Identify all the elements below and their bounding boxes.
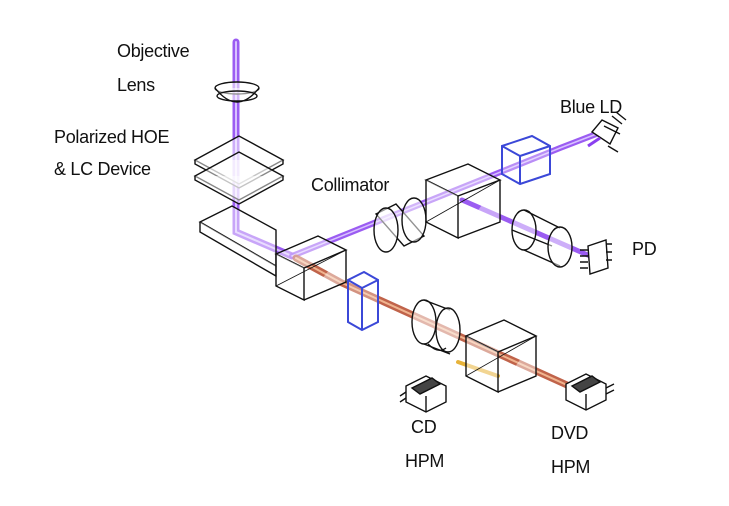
blue-waveplate-lower [347,270,379,332]
objective-lens-label-line1: Objective [117,41,190,61]
hoe-label-line1: Polarized HOE [54,127,170,147]
beam-splitter-cube-upper [424,163,502,240]
hoe-lc-device [193,135,285,205]
dvd-hpm-label-line2: HPM [551,457,591,477]
lower-lens [411,299,461,355]
cd-hpm-module [399,375,447,413]
dvd-hpm-module [565,373,615,411]
collimator-label: Collimator [311,175,390,195]
blue-ld-label: Blue LD [560,97,622,117]
cd-hpm-label-line1: CD [411,417,437,437]
beam-splitter-cube-main [274,235,348,302]
beam-splitter-cube-lower [464,319,538,394]
pd-photodetector [580,239,612,275]
pd-lens [511,209,573,268]
pd-label: PD [632,239,657,259]
cd-hpm-label-line2: HPM [405,451,445,471]
objective-lens [214,81,260,103]
objective-lens-label-line2: Lens [117,75,155,95]
blue-waveplate-upper [501,134,551,186]
collimator-lens [373,197,427,253]
folding-prism [198,205,277,278]
blue-ld-emitter [587,111,627,153]
dvd-hpm-label-line1: DVD [551,423,589,443]
hoe-label-line2: & LC Device [54,159,151,179]
